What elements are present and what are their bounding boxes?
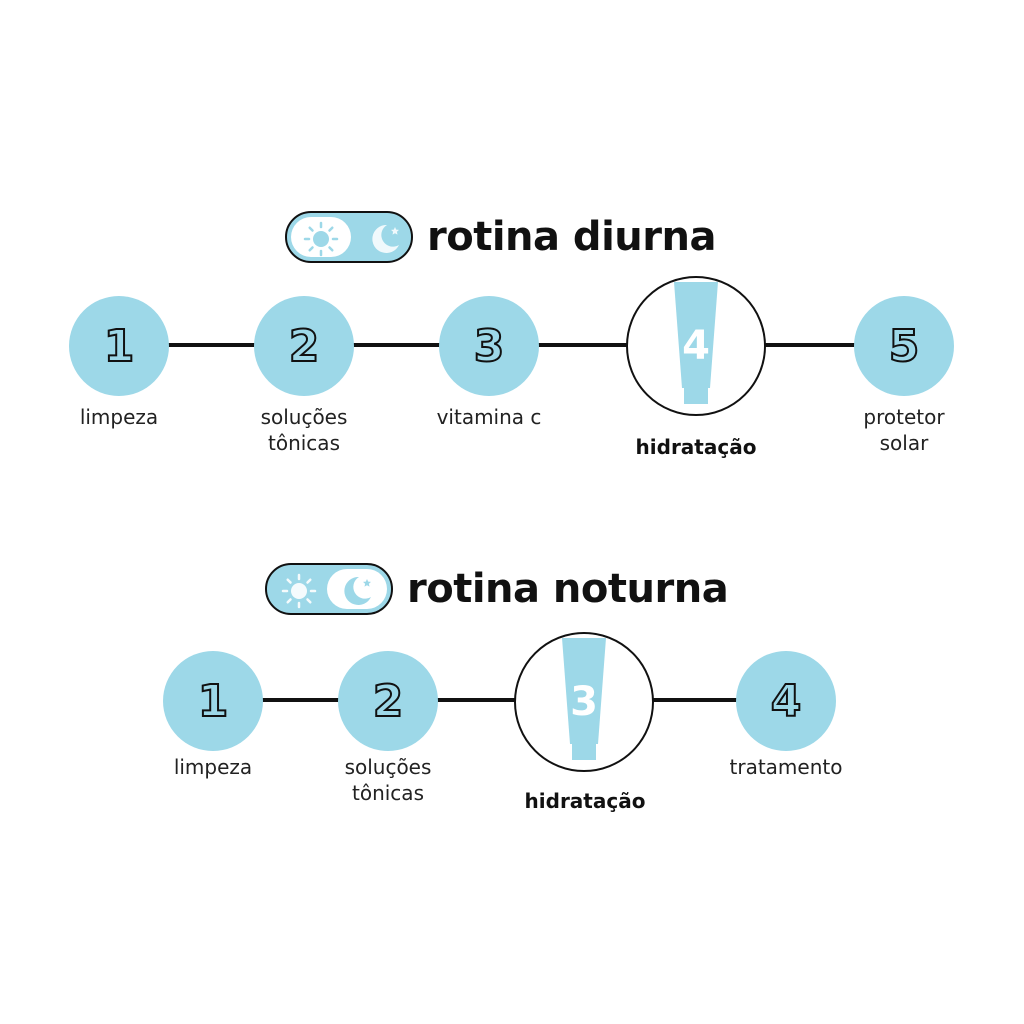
day-step-1: 1: [69, 296, 169, 396]
step-number: 3: [570, 679, 598, 725]
day-step-3: 3: [439, 296, 539, 396]
sun-icon: [303, 221, 339, 257]
step-number: 5: [888, 320, 921, 373]
night-connector-line: [213, 698, 785, 702]
step-number: 2: [288, 320, 321, 373]
step-number: 2: [372, 675, 405, 728]
night-step-3-label: hidratação: [524, 789, 646, 813]
day-step-5-label: protetor solar: [863, 405, 945, 455]
sun-icon: [281, 573, 317, 609]
night-step-1-label: limpeza: [173, 755, 253, 779]
night-step-2-label: soluções tônicas: [344, 755, 432, 805]
day-night-toggle[interactable]: [285, 211, 413, 263]
day-routine-title: rotina diurna: [427, 214, 716, 260]
day-step-4-label: hidratação: [635, 435, 757, 459]
day-step-1-label: limpeza: [79, 405, 159, 429]
night-routine-title: rotina noturna: [407, 566, 729, 612]
day-night-toggle[interactable]: [265, 563, 393, 615]
day-title-row: rotina diurna: [285, 211, 716, 263]
night-step-4-label: tratamento: [729, 755, 843, 779]
step-number: 3: [473, 320, 506, 373]
step-number: 1: [197, 675, 230, 728]
day-step-5: 5: [854, 296, 954, 396]
step-number: 4: [770, 675, 803, 728]
moisturizer-tube-icon: [674, 282, 718, 404]
night-step-2: 2: [338, 651, 438, 751]
moisturizer-tube-icon: [562, 638, 606, 760]
step-number: 4: [682, 323, 710, 369]
day-step-2-label: soluções tônicas: [260, 405, 348, 455]
night-step-1: 1: [163, 651, 263, 751]
day-step-3-label: vitamina c: [436, 405, 542, 429]
night-title-row: rotina noturna: [265, 563, 729, 615]
step-number: 1: [103, 320, 136, 373]
night-step-3-highlight: 3: [514, 632, 654, 772]
day-step-4-highlight: 4: [626, 276, 766, 416]
moon-icon: [344, 576, 371, 605]
night-step-4: 4: [736, 651, 836, 751]
day-step-2: 2: [254, 296, 354, 396]
moon-icon: [372, 224, 399, 253]
